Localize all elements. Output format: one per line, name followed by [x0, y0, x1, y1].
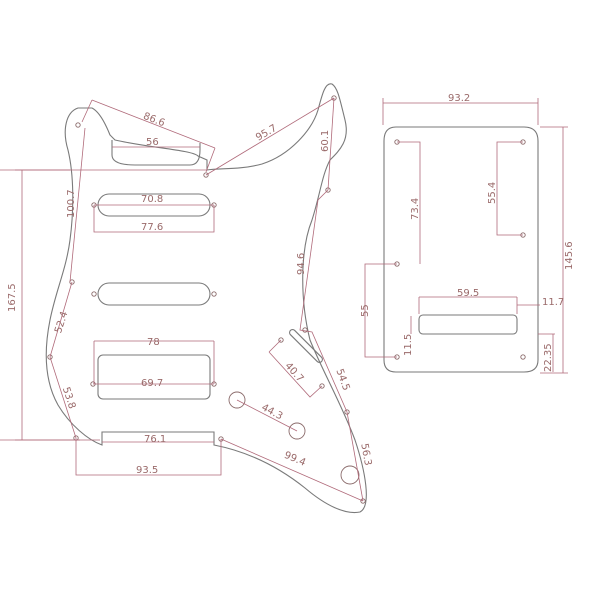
dim-label: 167.5 [7, 283, 18, 312]
jack-hole [340, 465, 360, 485]
dim-label: 76.1 [144, 434, 166, 445]
dim-label: 53.8 [60, 386, 77, 411]
dim-label: 99.4 [282, 450, 307, 469]
middle-pickup-cavity [97, 282, 211, 306]
dim-label: 145.6 [564, 241, 575, 270]
dim-label: 54.5 [333, 368, 351, 393]
dim-label: 78 [147, 337, 160, 348]
backplate-drawing: 93.2 145.6 73.4 55.4 55 59.5 11.7 11.5 2… [360, 93, 575, 374]
dim-label: 22.35 [543, 343, 554, 372]
dim-label: 70.8 [141, 194, 163, 205]
dim-label: 44.3 [260, 402, 285, 422]
humbucker-cavity [97, 354, 211, 400]
screw-hole [520, 354, 526, 360]
pickguard-dimension-lines [0, 97, 364, 502]
pickguard-outline [45, 83, 367, 514]
switch-slot [289, 329, 323, 363]
dim-label: 93.5 [136, 465, 158, 476]
dim-label: 55.4 [487, 182, 498, 204]
backplate-outline [383, 126, 539, 373]
dim-label: 93.2 [448, 93, 470, 104]
backplate-dimension-lines [364, 98, 568, 374]
pickguard-drawing: 86.6 56 95.7 60.1 100.7 167.5 70.8 77.6 … [0, 83, 373, 514]
dim-label: 69.7 [141, 378, 163, 389]
dim-label: 73.4 [410, 198, 421, 220]
screw-hole [91, 291, 97, 297]
dim-label: 11.5 [403, 334, 414, 356]
dim-label: 40.7 [282, 361, 305, 385]
dim-label: 77.6 [141, 222, 163, 233]
dim-label: 86.6 [142, 111, 167, 129]
dim-label: 52.4 [53, 310, 70, 335]
screw-hole [302, 327, 308, 333]
dim-label: 60.1 [320, 130, 331, 152]
dim-label: 56 [146, 137, 159, 148]
dim-label: 95.7 [254, 123, 279, 144]
dim-label: 94.6 [296, 253, 307, 275]
dim-label: 100.7 [66, 189, 77, 218]
spring-slot [418, 314, 518, 335]
neck-pocket [111, 140, 201, 166]
dim-label: 55 [360, 304, 371, 317]
dim-label: 11.7 [542, 297, 564, 308]
screw-hole [211, 291, 217, 297]
dim-label: 59.5 [457, 288, 479, 299]
dim-label: 56.3 [358, 443, 373, 467]
screw-hole [75, 122, 81, 128]
